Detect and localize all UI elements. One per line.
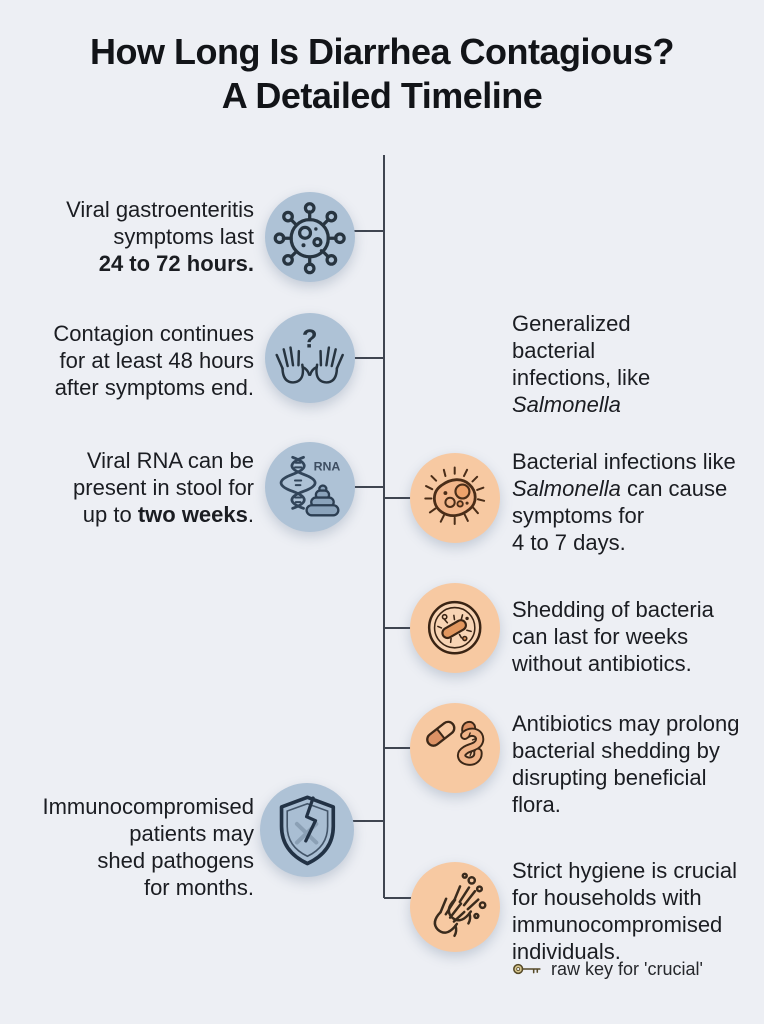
broken-shield-icon [279, 795, 335, 865]
contagion-after-symptoms-circle: ? [265, 313, 355, 403]
infographic-title: How Long Is Diarrhea Contagious? A Detai… [0, 30, 764, 118]
petri-dish-icon [428, 601, 482, 655]
timeline-connector [384, 747, 411, 749]
immunocompromised-months-circle [260, 783, 354, 877]
timeline-connector [384, 627, 411, 629]
title-line-1: How Long Is Diarrhea Contagious? [89, 31, 675, 72]
timeline-connector [384, 897, 411, 899]
strict-hygiene-circle [410, 862, 500, 952]
title-line-2: A Detailed Timeline [221, 75, 543, 116]
timeline-connector [384, 497, 411, 499]
timeline-connector [350, 486, 384, 488]
shedding-weeks-circle [410, 583, 500, 673]
timeline-axis [383, 155, 385, 898]
footnote-text: raw key for 'crucial' [551, 959, 703, 979]
timeline-connector [350, 357, 384, 359]
viral-symptoms-circle [265, 192, 355, 282]
timeline-connector [350, 230, 384, 232]
salmonella-duration-circle [410, 453, 500, 543]
svg-text:RNA: RNA [314, 460, 341, 474]
hands-question-icon: ? [275, 326, 345, 384]
key-icon [513, 963, 541, 975]
salmonella-bacteria-icon [424, 466, 486, 526]
virus-icon [273, 202, 347, 275]
footnote: raw key for 'crucial' [512, 958, 703, 980]
rna-stool-icon: RNA [279, 456, 341, 517]
antibiotics-gut-icon [426, 720, 485, 767]
viral-rna-stool-circle: RNA [265, 442, 355, 532]
timeline-connector [352, 820, 384, 822]
antibiotics-prolong-circle [410, 703, 500, 793]
svg-text:?: ? [302, 326, 318, 354]
handwashing-icon [433, 872, 487, 938]
